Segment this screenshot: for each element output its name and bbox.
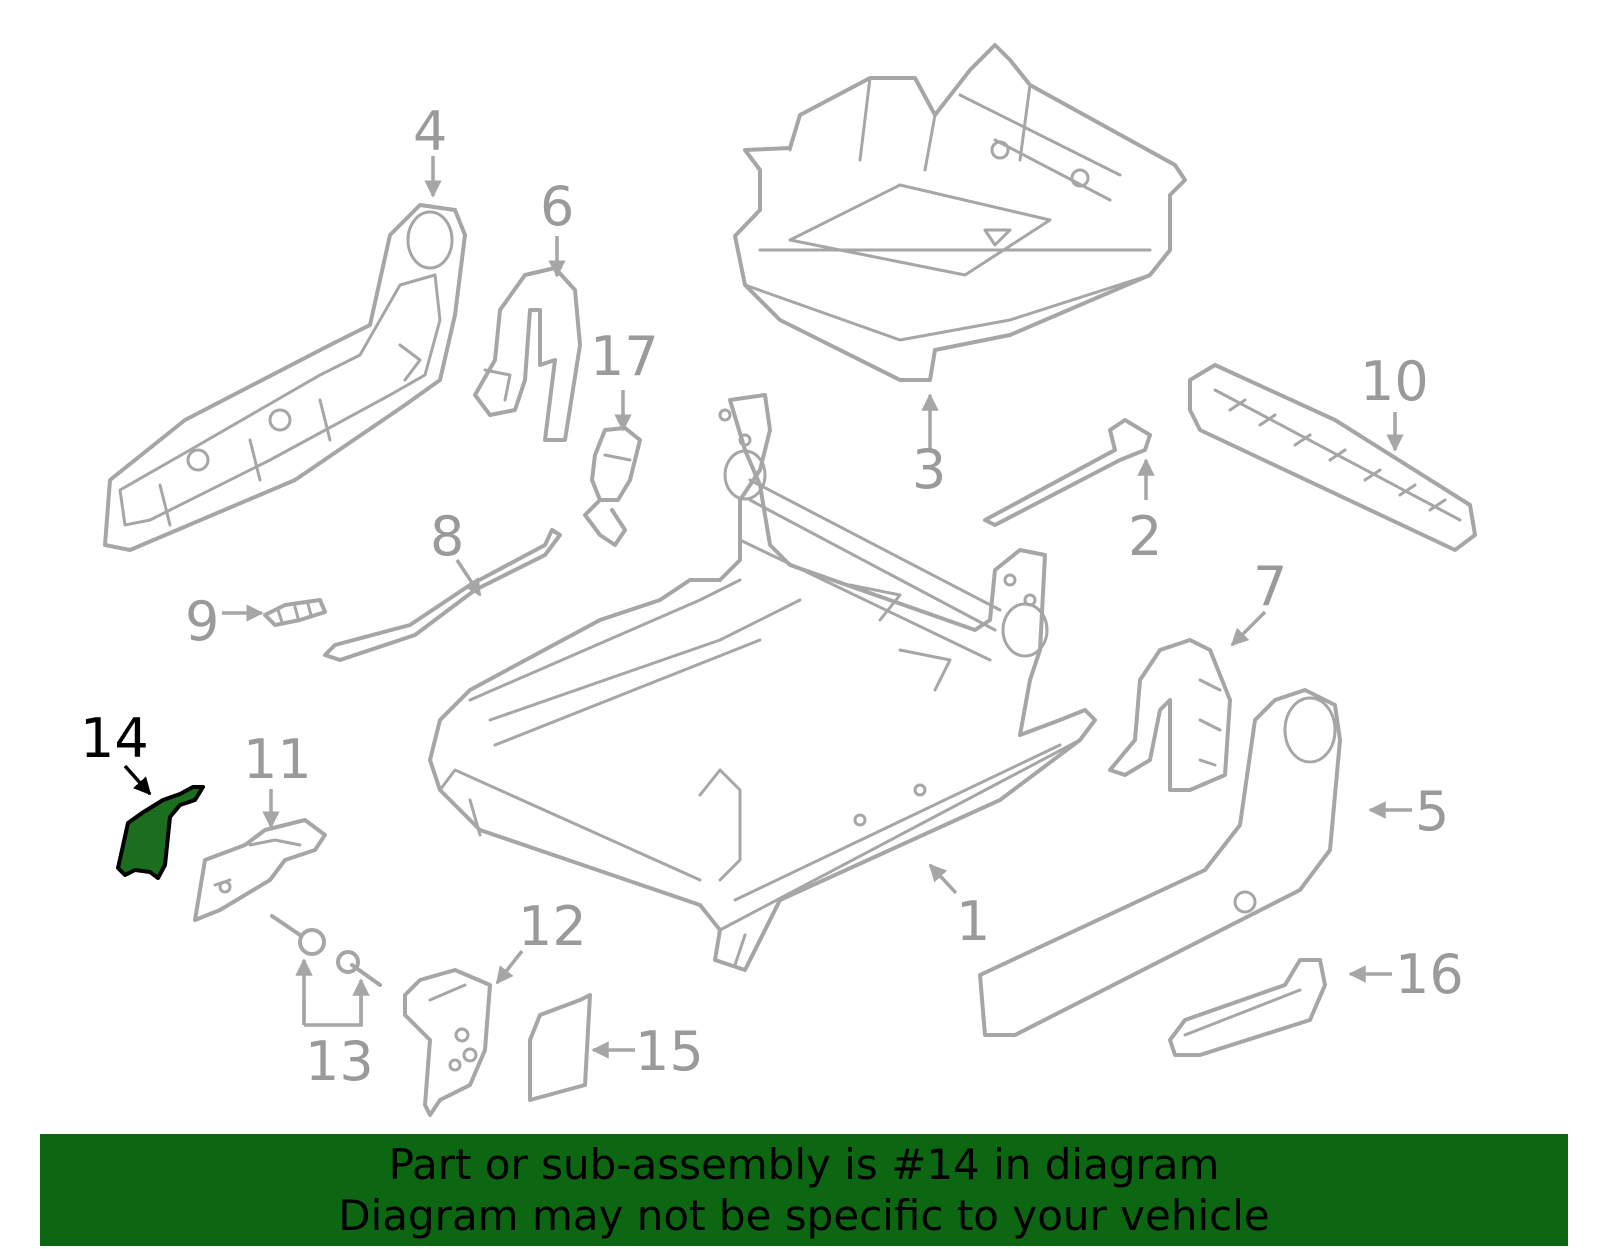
callout-14: 14	[80, 707, 149, 770]
callout-4: 4	[413, 100, 447, 163]
callout-13: 13	[305, 1030, 374, 1093]
strap-part-2	[983, 418, 1152, 527]
screws-part-13	[270, 914, 382, 987]
callout-7: 7	[1253, 555, 1287, 618]
callout-10: 10	[1360, 350, 1429, 413]
release-cable-part-8	[323, 528, 562, 662]
callout-5: 5	[1415, 780, 1449, 843]
shield-part-7	[1108, 638, 1232, 792]
callout-8: 8	[430, 505, 464, 568]
shield-part-6	[473, 266, 582, 442]
seat-belt-buckle-part-17	[583, 426, 642, 547]
callout-11: 11	[243, 728, 312, 791]
notice-line-2: Diagram may not be specific to your vehi…	[338, 1191, 1270, 1240]
notice-banner: Part or sub-assembly is #14 in diagram D…	[40, 1134, 1568, 1246]
clip-part-9	[263, 598, 327, 627]
seat-frame-part-1	[428, 393, 1097, 972]
cover-part-12	[403, 968, 492, 1117]
callout-3: 3	[912, 438, 946, 501]
callout-6: 6	[540, 175, 574, 238]
side-trim-panel-part-5	[978, 688, 1342, 1037]
leader-lines	[123, 156, 1412, 1059]
callout-15: 15	[635, 1020, 704, 1083]
callout-16: 16	[1395, 943, 1464, 1006]
rail-part-10	[1188, 363, 1477, 552]
notice-line-1: Part or sub-assembly is #14 in diagram	[388, 1140, 1220, 1189]
callout-1: 1	[956, 890, 990, 953]
callout-2: 2	[1128, 505, 1162, 568]
panel-part-15	[528, 993, 592, 1102]
callout-12: 12	[518, 895, 587, 958]
seat-cushion-pan-part-3	[733, 43, 1187, 382]
side-trim-panel-part-4	[103, 203, 467, 552]
callout-9: 9	[185, 590, 219, 653]
handle-part-16	[1168, 958, 1327, 1057]
bracket-part-11	[193, 818, 327, 922]
callout-17: 17	[590, 325, 659, 388]
highlighted-part-14	[116, 785, 205, 880]
